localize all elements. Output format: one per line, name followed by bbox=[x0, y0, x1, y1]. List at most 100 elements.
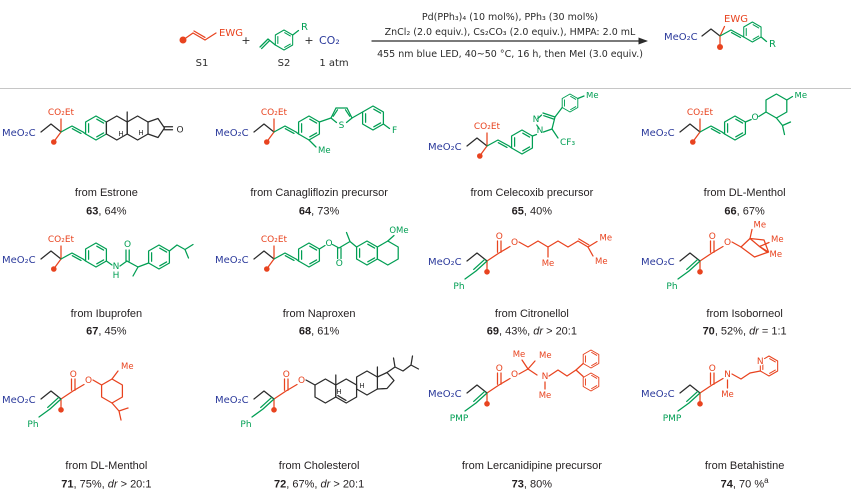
me-label: Me bbox=[318, 146, 331, 156]
ester-o-label: O bbox=[298, 376, 305, 386]
plus-sign: + bbox=[304, 34, 313, 47]
compound-64-cell: Me S F from Canagliflozin precursor 64, … bbox=[213, 92, 426, 219]
compound-69-cell: O Me Me Me Ph from Citronellol 69, 43%, … bbox=[426, 219, 639, 340]
ester-o-label: O bbox=[326, 239, 333, 249]
compound-71-cell: O Me Ph from DL-Menthol 71, 75%, dr > 20… bbox=[0, 339, 213, 492]
compound-70-cell: O Me Me Me Ph from Isoborneol 70, 52%, d… bbox=[638, 219, 851, 340]
conditions-line1: Pd(PPh₃)₄ (10 mol%), PPh₃ (30 mol%) bbox=[422, 12, 598, 23]
ph-label: Ph bbox=[453, 282, 464, 292]
compound-74-yield: 74, 70 %a bbox=[720, 475, 769, 491]
compound-66-yield: 66, 67% bbox=[724, 205, 765, 218]
compound-67-source: from Ibuprofen bbox=[70, 307, 143, 320]
reaction-scheme: EWG S1 + R S2 + CO₂ 1 atm Pd(PPh₃)₄ bbox=[0, 0, 851, 88]
compound-71-source: from DL-Menthol bbox=[65, 460, 148, 473]
s1-label: S1 bbox=[196, 58, 209, 69]
s-label: S bbox=[339, 121, 345, 131]
amide-h-label: H bbox=[113, 271, 120, 281]
compound-66-source: from DL-Menthol bbox=[703, 187, 786, 199]
cf3-label: CF₃ bbox=[560, 138, 575, 148]
h-label: H bbox=[119, 130, 124, 138]
compound-72-yield: 72, 67%, dr > 20:1 bbox=[274, 478, 365, 491]
h-label: H bbox=[336, 388, 341, 396]
compound-73-yield: 73, 80% bbox=[511, 478, 553, 491]
reaction-arrow-icon bbox=[371, 37, 648, 45]
compound-64-structure: Me S F bbox=[214, 105, 397, 156]
compound-68-cell: O O OMe from Naproxen 68, 61% bbox=[213, 219, 426, 340]
reaction-scheme-canvas: EWG S1 + R S2 + CO₂ 1 atm Pd(PPh₃)₄ bbox=[179, 12, 776, 69]
compound-63-yield: 63, 64% bbox=[86, 205, 127, 218]
n-label: N bbox=[537, 126, 544, 136]
compound-71-yield: 71, 75%, dr > 20:1 bbox=[61, 478, 152, 491]
pmp-label: PMP bbox=[450, 414, 469, 424]
carbonyl-o-label: O bbox=[124, 240, 131, 250]
f-label: F bbox=[392, 126, 397, 136]
pyridine-n-label: N bbox=[757, 357, 764, 367]
compound-74-structure: N N Me PMP bbox=[640, 355, 778, 424]
compound-67-yield: 67, 45% bbox=[86, 325, 127, 338]
compound-70-yield: 70, 52%, dr = 1:1 bbox=[702, 325, 787, 338]
me-label: Me bbox=[753, 220, 766, 230]
compound-74-source: from Betahistine bbox=[704, 460, 785, 473]
s2-label: S2 bbox=[278, 58, 291, 69]
meo2c-label: MeO₂C bbox=[664, 32, 698, 43]
ph-label: Ph bbox=[666, 282, 677, 292]
compound-65-cell: N N Me CF₃ from Celecoxib precursor 65, … bbox=[426, 92, 639, 219]
compound-70-structure: O Me Me Me Ph bbox=[640, 220, 784, 292]
ester-o-label: O bbox=[85, 376, 92, 386]
compound-71-structure: O Me Ph bbox=[1, 362, 134, 430]
compound-69-yield: 69, 43%, dr > 20:1 bbox=[486, 325, 577, 338]
compound-67-structure: N H O bbox=[1, 234, 194, 281]
ph-label: Ph bbox=[28, 420, 39, 430]
amide-n-label: N bbox=[113, 262, 120, 272]
r-group-label: R bbox=[769, 39, 776, 50]
me-label: Me bbox=[539, 391, 552, 401]
compound-70-source: from Isoborneol bbox=[706, 307, 783, 320]
compound-68-structure: O O OMe bbox=[214, 226, 409, 273]
compound-73-cell: O Me Me N Me PMP from Lercanidipine prec… bbox=[426, 339, 639, 492]
ester-o-label: O bbox=[511, 370, 518, 380]
r-group-label: R bbox=[301, 22, 308, 33]
compound-68-source: from Naproxen bbox=[282, 307, 356, 320]
me-label: Me bbox=[595, 257, 608, 267]
compound-72-structure: O H H Ph bbox=[214, 355, 420, 430]
h-label: H bbox=[139, 129, 144, 137]
compound-66-cell: O Me from DL-Menthol 66, 67% bbox=[638, 92, 851, 219]
compound-63-structure: O H H bbox=[1, 107, 184, 146]
compound-65-yield: 65, 40% bbox=[511, 205, 553, 218]
ester-o-label: O bbox=[511, 238, 518, 248]
plus-sign: + bbox=[241, 34, 250, 47]
label-mask bbox=[755, 356, 765, 366]
compound-73-source: from Lercanidipine precursor bbox=[461, 460, 602, 473]
me-label: Me bbox=[721, 390, 734, 400]
ketone-o-label: O bbox=[177, 126, 184, 136]
ph-label: Ph bbox=[241, 420, 252, 430]
me-label: Me bbox=[771, 235, 784, 245]
scheme-product: MeO₂C EWG R bbox=[664, 14, 776, 50]
compound-63-source: from Estrone bbox=[74, 187, 138, 199]
me-label: Me bbox=[769, 250, 782, 260]
ome-label: OMe bbox=[389, 226, 408, 236]
compound-63-cell: O H H from Estrone 63, 64% bbox=[0, 92, 213, 219]
me-label: Me bbox=[586, 92, 599, 101]
ewg-label: EWG bbox=[724, 14, 748, 25]
amine-n-label: N bbox=[542, 372, 549, 382]
carbonyl-o-label: O bbox=[336, 259, 343, 269]
compound-67-cell: N H O from Ibuprofen 67, 45% bbox=[0, 219, 213, 340]
compound-64-source: from Canagliflozin precursor bbox=[250, 187, 388, 199]
compound-69-structure: O Me Me Me Ph bbox=[427, 231, 612, 292]
compound-66-structure: O Me bbox=[640, 92, 807, 146]
compound-65-structure: N N Me CF₃ bbox=[427, 92, 599, 160]
scheme-co2: CO₂ 1 atm bbox=[319, 34, 349, 69]
compound-68-yield: 68, 61% bbox=[298, 325, 340, 338]
compound-65-source: from Celecoxib precursor bbox=[470, 187, 594, 199]
me-label: Me bbox=[539, 351, 552, 361]
co2-pressure-label: 1 atm bbox=[319, 58, 348, 69]
scheme-substrate-s1: EWG S1 bbox=[179, 28, 243, 69]
ketone-ball-icon bbox=[717, 44, 723, 50]
compound-64-yield: 64, 73% bbox=[298, 205, 340, 218]
me-label: Me bbox=[513, 350, 526, 360]
h-label: H bbox=[359, 382, 364, 390]
compound-73-structure: O Me Me N Me PMP bbox=[427, 349, 600, 424]
me-label: Me bbox=[121, 362, 134, 372]
ester-o-label: O bbox=[724, 238, 731, 248]
